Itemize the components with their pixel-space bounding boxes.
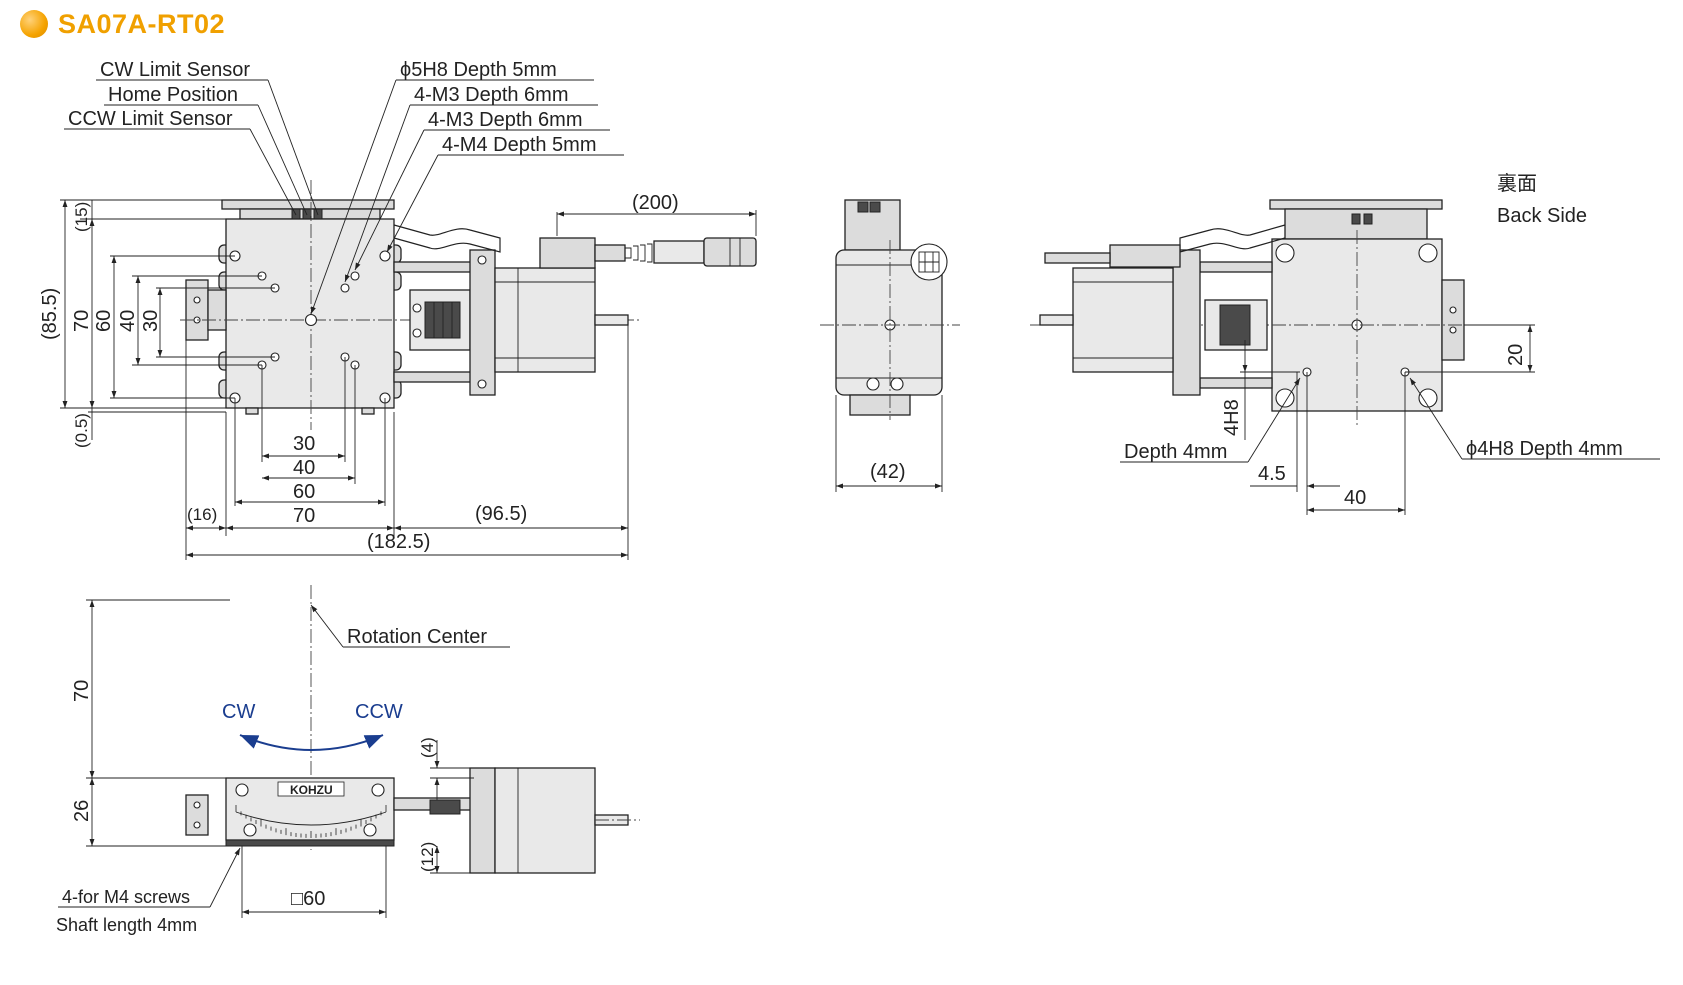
dim-70-h: 70	[293, 505, 315, 527]
cable-connector	[653, 240, 705, 264]
dim-85-5: (85.5)	[39, 288, 61, 340]
dim-16: (16)	[187, 505, 217, 524]
label-cw-limit: CW Limit Sensor	[100, 59, 250, 81]
dim-60-h: 60	[293, 481, 315, 503]
label-m4: 4-M4 Depth 5mm	[442, 134, 597, 156]
drawing-title: SA07A-RT02	[58, 8, 226, 39]
top-view-callouts: CW Limit Sensor Home Position CCW Limit …	[64, 59, 624, 315]
dim-96-5: (96.5)	[475, 503, 527, 525]
label-phi4h8: ϕ4H8 Depth 4mm	[1466, 438, 1623, 460]
coupling	[424, 301, 461, 339]
brand-label: KOHZU	[290, 783, 333, 797]
dim-12: (12)	[418, 842, 437, 872]
dim-42: (42)	[870, 461, 906, 483]
label-ccw: CCW	[355, 701, 403, 723]
cable-guide	[393, 224, 501, 253]
label-back-jp: 裏面	[1497, 172, 1537, 195]
motor-shaft	[594, 314, 629, 326]
scale-arc	[235, 811, 387, 826]
back-motor-flange	[1172, 249, 1201, 396]
label-screws: 4-for M4 screws	[62, 887, 190, 907]
label-back-en: Back Side	[1497, 205, 1587, 227]
dim-4-front: (4)	[418, 737, 437, 758]
motor-flange	[469, 249, 496, 396]
dim-40-h: 40	[293, 457, 315, 479]
rotation-arrow	[239, 734, 384, 751]
front-motor	[494, 767, 596, 874]
label-phi5h8: ϕ5H8 Depth 5mm	[400, 59, 557, 81]
label-m3-b: 4-M3 Depth 6mm	[428, 109, 583, 131]
label-m3-a: 4-M3 Depth 6mm	[414, 84, 569, 106]
dim-182-5: (182.5)	[367, 531, 430, 553]
motor-body	[494, 267, 596, 373]
dim-0-5: (0.5)	[72, 413, 91, 448]
dim-40-back: 40	[1344, 487, 1366, 509]
label-home: Home Position	[108, 84, 238, 106]
front-view: Rotation Center CW CCW KOHZU 70	[56, 585, 640, 935]
end-view: (42)	[820, 199, 960, 492]
left-end-block	[185, 279, 209, 341]
dim-sq60: □60	[291, 888, 325, 910]
stage-body	[225, 218, 395, 409]
dim-4h8: 4H8	[1221, 399, 1243, 436]
label-shaft: Shaft length 4mm	[56, 915, 197, 935]
dim-70-front: 70	[71, 680, 93, 702]
dim-30-v: 30	[140, 310, 162, 332]
dim-60-v: 60	[93, 310, 115, 332]
dim-4-5: 4.5	[1258, 463, 1286, 485]
dim-30-h: 30	[293, 433, 315, 455]
top-view	[180, 180, 757, 430]
label-depth4: Depth 4mm	[1124, 441, 1227, 463]
top-plate	[221, 199, 395, 210]
label-cw: CW	[222, 701, 255, 723]
top-view-dimensions: (200) (85.5) (15) 70 60 40 30 (0.5) 30 4…	[39, 192, 757, 560]
back-view: 裏面 Back Side 20	[1030, 172, 1660, 515]
label-ccw-limit: CCW Limit Sensor	[68, 108, 233, 130]
label-rotation-center: Rotation Center	[347, 626, 487, 648]
dim-70-v: 70	[71, 310, 93, 332]
title-bar: SA07A-RT02	[20, 6, 225, 42]
dim-15: (15)	[72, 202, 91, 232]
scale-ticks	[235, 805, 387, 838]
dim-26: 26	[71, 800, 93, 822]
dim-20: 20	[1505, 344, 1527, 366]
dim-200: (200)	[632, 192, 679, 214]
dim-40-v: 40	[117, 310, 139, 332]
back-motor-body	[1072, 267, 1174, 373]
title-bullet-icon	[20, 10, 48, 38]
